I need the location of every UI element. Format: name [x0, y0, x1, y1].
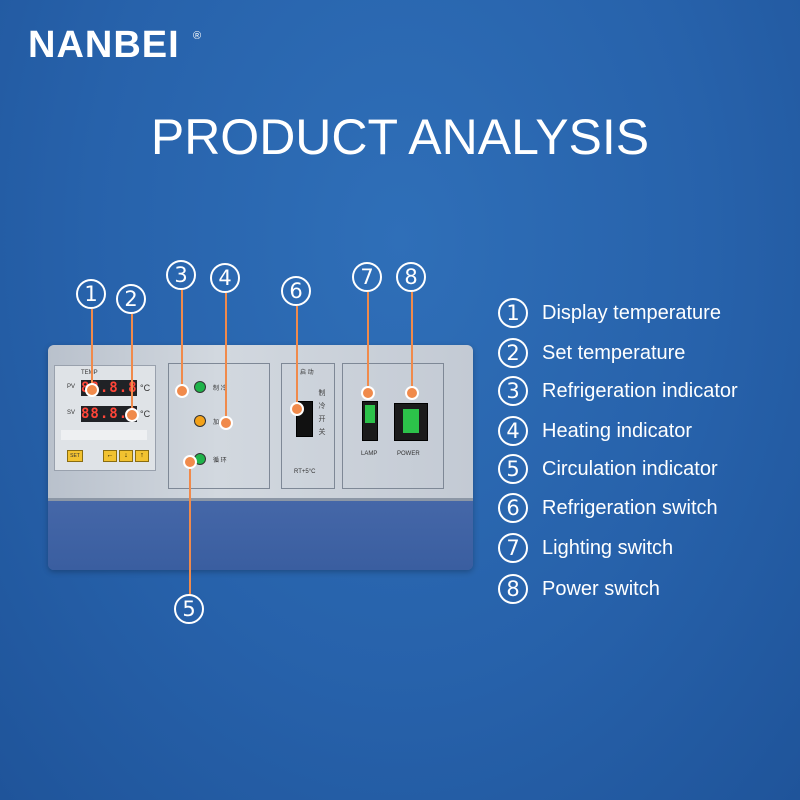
refrigeration-switch-caption: RT+5°C — [294, 469, 316, 475]
callout-line-2 — [131, 314, 133, 410]
callout-dot-3 — [175, 384, 189, 398]
callout-line-3 — [181, 290, 183, 388]
callout-line-6 — [296, 306, 298, 408]
control-panel-image: TEMP PV 88.8.8 °C SV 88.8.8 °C SET ← ↓ ↑… — [48, 345, 473, 570]
power-label: POWER — [397, 451, 420, 457]
callout-number-8: 8 — [396, 262, 426, 292]
left-key[interactable]: ← — [103, 450, 117, 462]
callout-number-4: 4 — [210, 263, 240, 293]
callout-dot-6 — [290, 402, 304, 416]
callout-dot-7 — [361, 386, 375, 400]
lamp-label: LAMP — [361, 451, 378, 457]
callout-number-6: 6 — [281, 276, 311, 306]
temperature-controller: TEMP PV 88.8.8 °C SV 88.8.8 °C SET ← ↓ ↑ — [54, 365, 156, 471]
feature-number-1: 1 — [498, 298, 528, 328]
feature-label-1: Display temperature — [542, 302, 721, 324]
callout-number-1: 1 — [76, 279, 106, 309]
callout-number-3: 3 — [166, 260, 196, 290]
callout-line-4 — [225, 293, 227, 421]
panel-lower-body — [48, 501, 473, 570]
callout-dot-2 — [125, 408, 139, 422]
heating-indicator-lamp — [194, 415, 206, 427]
callout-dot-1 — [85, 383, 99, 397]
callout-line-5 — [189, 462, 191, 596]
feature-label-5: Circulation indicator — [542, 458, 718, 480]
temp-label: TEMP — [81, 370, 98, 376]
feature-number-2: 2 — [498, 338, 528, 368]
up-key[interactable]: ↑ — [135, 450, 149, 462]
pv-label: PV — [67, 384, 76, 390]
feature-label-6: Refrigeration switch — [542, 497, 718, 519]
feature-label-2: Set temperature — [542, 342, 686, 364]
pv-unit: °C — [140, 383, 151, 393]
callout-dot-5 — [183, 455, 197, 469]
status-strip — [61, 430, 147, 440]
feature-number-6: 6 — [498, 493, 528, 523]
callout-dot-8 — [405, 386, 419, 400]
callout-line-7 — [367, 292, 369, 390]
sv-label: SV — [67, 410, 76, 416]
circulation-indicator-text: 循 环 — [213, 458, 227, 464]
lamp-switch-green-face — [365, 405, 375, 423]
lamp-power-frame — [342, 363, 444, 489]
indicator-frame — [168, 363, 270, 489]
feature-number-7: 7 — [498, 533, 528, 563]
page-title: PRODUCT ANALYSIS — [150, 109, 650, 165]
refrigeration-indicator-text: 制 冷 — [213, 386, 227, 392]
refrigeration-switch-vertical-text: 制冷开关 — [318, 389, 325, 441]
callout-dot-4 — [219, 416, 233, 430]
refrigeration-switch-frame — [281, 363, 335, 489]
feature-label-4: Heating indicator — [542, 420, 693, 442]
power-switch-green-face — [403, 409, 419, 433]
lighting-rocker-switch[interactable] — [362, 401, 378, 441]
power-rocker-switch[interactable] — [394, 403, 428, 441]
brand-logo: NANBEI — [28, 24, 180, 66]
sv-display: 88.8.8 — [81, 406, 138, 422]
callout-number-7: 7 — [352, 262, 382, 292]
set-key[interactable]: SET — [67, 450, 83, 462]
feature-number-4: 4 — [498, 416, 528, 446]
callout-number-5: 5 — [174, 594, 204, 624]
feature-label-3: Refrigeration indicator — [542, 380, 738, 402]
start-text: 启 动 — [300, 370, 314, 376]
registered-mark: ® — [193, 30, 202, 42]
panel-face: TEMP PV 88.8.8 °C SV 88.8.8 °C SET ← ↓ ↑… — [48, 345, 473, 501]
feature-label-7: Lighting switch — [542, 537, 674, 559]
down-key[interactable]: ↓ — [119, 450, 133, 462]
sv-unit: °C — [140, 409, 151, 419]
callout-number-2: 2 — [116, 284, 146, 314]
feature-number-5: 5 — [498, 454, 528, 484]
callout-line-1 — [91, 309, 93, 385]
refrigeration-indicator-lamp — [194, 381, 206, 393]
callout-line-8 — [411, 292, 413, 390]
feature-label-8: Power switch — [542, 578, 660, 600]
feature-number-8: 8 — [498, 574, 528, 604]
feature-number-3: 3 — [498, 376, 528, 406]
